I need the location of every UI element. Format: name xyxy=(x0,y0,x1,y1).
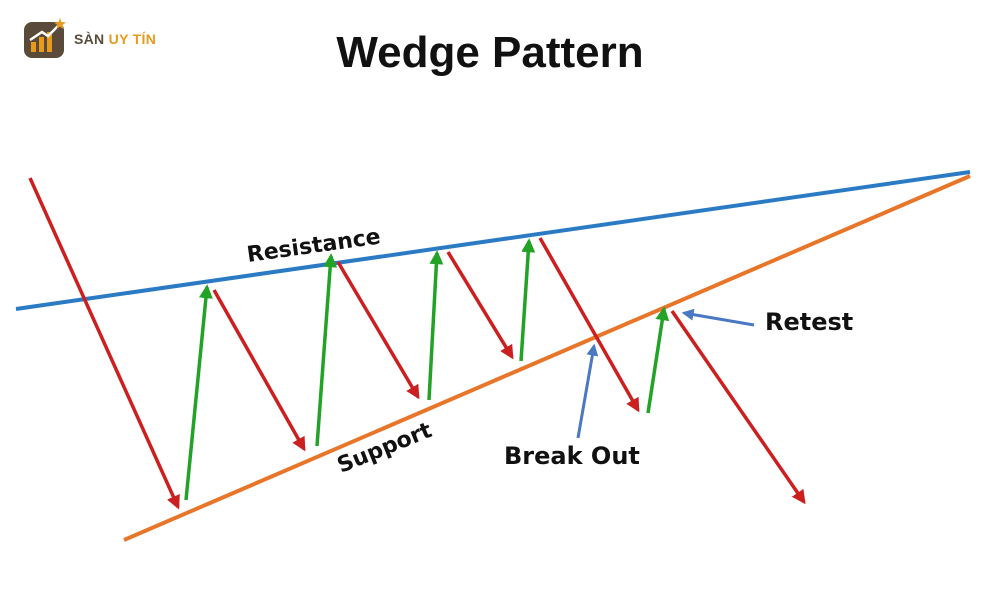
up-arrow-4 xyxy=(519,238,536,362)
down-arrow-3 xyxy=(336,261,420,400)
up-arrow-1 xyxy=(184,284,213,501)
break-out-pointer-arrow xyxy=(576,343,599,439)
san-uy-tin-logo: SÀN UY TÍN xyxy=(22,14,202,62)
page-title: Wedge Pattern xyxy=(336,28,644,77)
down-arrow-6 xyxy=(670,310,806,505)
retest-label: Retest xyxy=(765,308,853,336)
down-arrow-1 xyxy=(28,177,180,510)
up-arrow-5 xyxy=(646,306,670,414)
support-line xyxy=(123,174,971,542)
up-arrow-2 xyxy=(315,253,338,447)
resistance-label: Resistance xyxy=(245,224,382,267)
retest-pointer-arrow xyxy=(681,308,755,327)
down-arrow-5 xyxy=(538,237,640,413)
logo-word-uy-tin: UY TÍN xyxy=(108,31,157,47)
break-out-label: Break Out xyxy=(504,442,640,470)
logo-badge-icon xyxy=(24,18,66,58)
down-arrow-2 xyxy=(212,289,306,452)
logo-text: SÀN UY TÍN xyxy=(74,31,156,47)
down-arrow-4 xyxy=(446,251,514,360)
up-arrow-3 xyxy=(427,250,444,401)
resistance-line xyxy=(15,170,971,311)
logo-word-san: SÀN xyxy=(74,31,105,47)
